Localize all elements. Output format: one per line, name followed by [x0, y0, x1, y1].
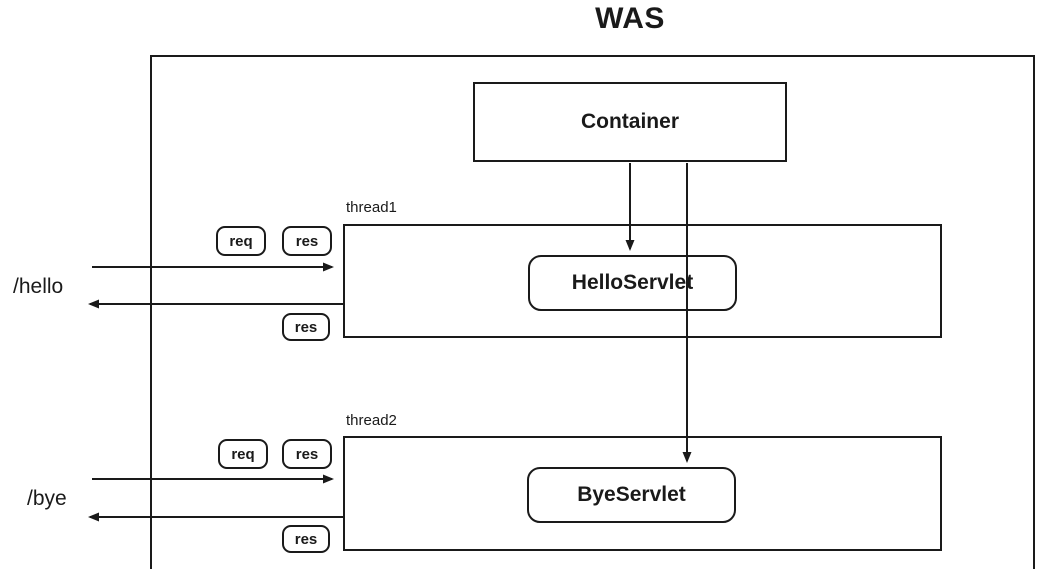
thread1-box [343, 224, 942, 338]
thread2-label: thread2 [346, 412, 397, 429]
was-boundary-box [150, 55, 1035, 569]
container-box: Container [473, 82, 787, 162]
hello-servlet-label: HelloServlet [571, 271, 694, 294]
hello-res-badge-bottom: res [282, 313, 330, 341]
bye-servlet-box: ByeServlet [527, 467, 736, 523]
hello-res-badge-top: res [282, 226, 332, 256]
hello-endpoint-label: /hello [13, 275, 64, 298]
bye-req-badge: req [218, 439, 268, 469]
diagram-title: WAS [595, 2, 665, 35]
bye-servlet-label: ByeServlet [577, 483, 686, 506]
thread1-label: thread1 [346, 199, 397, 216]
thread2-box [343, 436, 942, 551]
bye-endpoint-label: /bye [27, 487, 67, 510]
bye-res-badge-bottom: res [282, 525, 330, 553]
bye-res-badge-top: res [282, 439, 332, 469]
container-label: Container [580, 110, 679, 133]
hello-servlet-box: HelloServlet [528, 255, 737, 311]
hello-req-badge: req [216, 226, 266, 256]
